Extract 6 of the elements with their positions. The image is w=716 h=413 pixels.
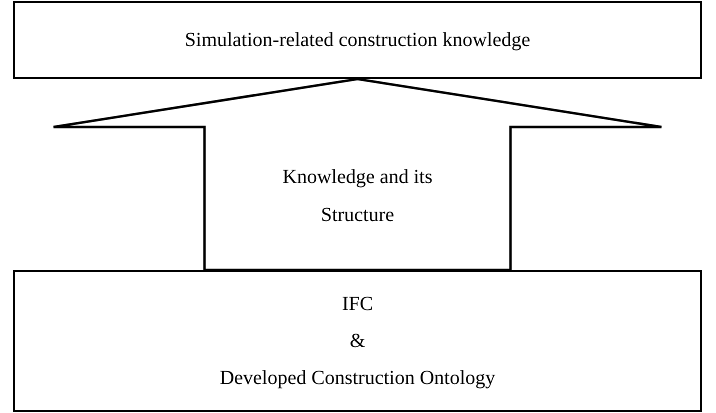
box-text: IFC bbox=[342, 292, 374, 316]
box-text: Developed Construction Ontology bbox=[220, 366, 496, 390]
box-text: & bbox=[350, 328, 366, 354]
box-text: Simulation-related construction knowledge bbox=[184, 28, 530, 52]
process-box bbox=[13, 270, 702, 412]
process-box bbox=[13, 1, 702, 79]
